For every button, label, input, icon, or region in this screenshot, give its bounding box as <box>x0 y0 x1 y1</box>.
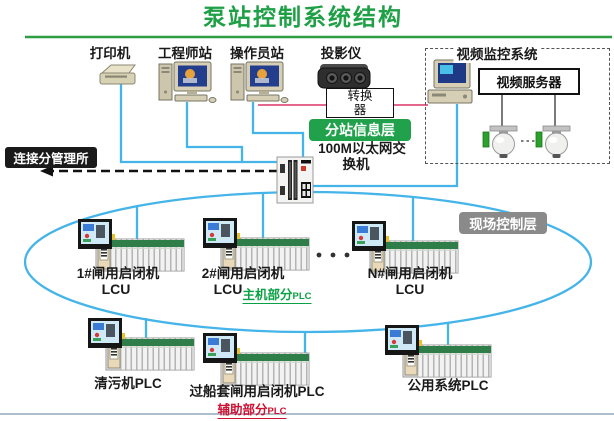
operator-station-icon <box>230 61 289 103</box>
plc-icon <box>87 317 195 371</box>
aux-group-text: 辅助部分 <box>217 403 268 417</box>
gate-plc-2-name: 2#闸用启闭机 <box>201 266 285 281</box>
gate-plc-n-name: N#闸用启闭机 <box>367 266 453 281</box>
converter-box: 转换器 <box>326 88 394 118</box>
trash-cleaner-plc-label: 清污机PLC <box>94 376 162 391</box>
main-group-suffix: PLC <box>292 291 312 302</box>
video-server-box: 视频服务器 <box>478 68 580 95</box>
page-title: 泵站控制系统结构 <box>203 4 403 30</box>
projector-label: 投影仪 <box>320 46 362 61</box>
camera-wires <box>501 92 556 142</box>
switch-label-line2: 换机 <box>342 157 370 172</box>
operator-station-label: 操作员站 <box>230 46 284 61</box>
plc-icon <box>384 324 492 378</box>
aux-group-suffix: PLC <box>267 406 287 417</box>
printer-label: 打印机 <box>89 46 131 61</box>
field-control-layer-badge: 现场控制层 <box>459 212 547 234</box>
main-group-text: 主机部分 <box>242 288 293 302</box>
plc-icon <box>202 332 310 386</box>
substation-info-layer-badge: 分站信息层 <box>309 119 411 141</box>
gate-plc-n-sub: LCU <box>395 281 425 297</box>
common-system-plc-label: 公用系统PLC <box>407 378 489 393</box>
gate-plc-1-sub: LCU <box>101 281 131 297</box>
video-system-box <box>425 48 610 164</box>
link-arrow <box>40 165 278 177</box>
ethernet-switch-icon <box>276 156 314 204</box>
more-plc-dots <box>316 252 350 258</box>
main-group-label: 主机部分PLC <box>242 284 312 304</box>
plc-icon <box>77 218 185 272</box>
gate-plc-1-name: 1#闸用启闭机 <box>76 266 160 281</box>
printer-icon <box>99 64 136 85</box>
projector-icon <box>317 64 371 89</box>
gate-plc-2-sub: LCU <box>213 281 243 297</box>
video-system-title: 视频监控系统 <box>453 47 541 63</box>
link-branch-office-badge: 连接分管理所 <box>5 147 97 168</box>
plc-icon <box>202 217 310 271</box>
engineer-station-icon <box>158 61 217 103</box>
ethernet-wires <box>23 84 593 355</box>
ship-lock-plc-label: 过船套闸用启闭机PLC <box>189 384 325 399</box>
aux-group-label: 辅助部分PLC <box>217 399 287 419</box>
converter-label: 转换器 <box>347 89 373 117</box>
switch-label-line1: 100M以太网交 <box>318 141 406 156</box>
engineer-station-label: 工程师站 <box>158 46 212 61</box>
video-computer-icon <box>427 59 473 104</box>
